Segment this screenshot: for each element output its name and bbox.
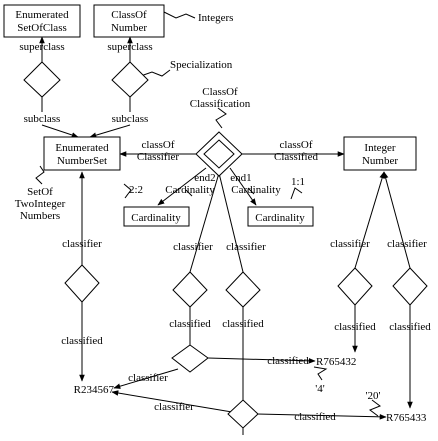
label-class-of-classification-2: Classification xyxy=(190,98,251,110)
svg-text:Cardinality: Cardinality xyxy=(131,212,181,224)
label-classified-c2: classified xyxy=(222,318,264,330)
label-classified-r765432: classified xyxy=(267,355,309,367)
label-superclass-right: superclass xyxy=(107,41,152,53)
label-set-of-1: SetOf xyxy=(27,186,53,198)
label-end1-1: end1 xyxy=(230,172,251,184)
label-classified-c4: classified xyxy=(389,321,431,333)
label-card-1-1: 1:1 xyxy=(291,176,305,188)
label-classifier-c1: classifier xyxy=(173,241,213,253)
node-enumerated-set-of-class: Enumerated SetOfClass xyxy=(3,4,81,38)
instance-labels: R234567 R765432 R765433 '4' '20' xyxy=(74,356,427,424)
label-classifier-c4: classifier xyxy=(387,238,427,250)
relation-diamond-low1 xyxy=(171,344,209,373)
label-classified-r765433: classified xyxy=(294,411,336,423)
relation-diamond-c2 xyxy=(225,271,261,308)
label-specialization: Specialization xyxy=(170,59,233,71)
label-subclass-right: subclass xyxy=(112,113,149,125)
value-4: '4' xyxy=(315,383,324,395)
label-classifier-nset: classifier xyxy=(62,238,102,250)
svg-text:Enumerated: Enumerated xyxy=(15,9,69,21)
relation-diamond-low2 xyxy=(227,399,259,429)
relation-diamond-classifier-nset xyxy=(64,264,100,303)
node-cardinality-left: Cardinality xyxy=(123,206,190,227)
relation-diamond-class-of-classification xyxy=(195,131,243,177)
label-end2-1: end2 xyxy=(194,172,215,184)
svg-text:Cardinality: Cardinality xyxy=(255,212,305,224)
label-class-of-classification-1: ClassOf xyxy=(202,86,238,98)
node-cardinality-right: Cardinality xyxy=(247,206,314,227)
label-class-of-classified-1: classOf xyxy=(280,139,313,151)
label-class-of-classifier-2: Classifier xyxy=(137,151,179,163)
label-classified-c1: classified xyxy=(169,318,211,330)
svg-text:Number: Number xyxy=(362,155,398,167)
svg-text:Integer: Integer xyxy=(364,142,395,154)
label-card-2-2: 2:2 xyxy=(129,184,143,196)
instance-r234567: R234567 xyxy=(74,384,115,396)
label-classifier-c3: classifier xyxy=(330,238,370,250)
label-classifier-low1: classifier xyxy=(128,372,168,384)
relation-labels: superclass subclass superclass subclass … xyxy=(15,41,432,423)
connector-lines xyxy=(35,11,413,435)
label-superclass-left: superclass xyxy=(19,41,64,53)
node-integer-number: Integer Number xyxy=(343,136,417,171)
node-enumerated-number-set: Enumerated NumberSet xyxy=(43,136,121,171)
instance-r765432: R765432 xyxy=(316,356,356,368)
label-set-of-2: TwoInteger xyxy=(15,198,66,210)
svg-text:Enumerated: Enumerated xyxy=(55,142,109,154)
instance-r765433: R765433 xyxy=(386,412,427,424)
label-class-of-classifier-1: classOf xyxy=(142,139,175,151)
node-class-of-number: ClassOf Number xyxy=(93,4,165,38)
svg-text:SetOfClass: SetOfClass xyxy=(17,22,67,34)
label-end2-2: Cardinality xyxy=(165,184,215,196)
label-class-of-classified-2: Classified xyxy=(274,151,318,163)
label-subclass-left: subclass xyxy=(24,113,61,125)
relation-diamond-spec-right xyxy=(111,61,149,98)
svg-text:ClassOf: ClassOf xyxy=(111,9,147,21)
relation-diamond-c1 xyxy=(172,271,208,308)
relation-diamond-c4 xyxy=(392,267,428,306)
value-20: '20' xyxy=(366,390,381,402)
label-end1-2: Cardinality xyxy=(231,184,281,196)
svg-text:NumberSet: NumberSet xyxy=(57,155,107,167)
integers-label: Integers xyxy=(198,12,233,24)
label-classified-c3: classified xyxy=(334,321,376,333)
svg-text:Number: Number xyxy=(111,22,147,34)
label-classified-nset: classified xyxy=(61,335,103,347)
relation-diamond-spec-left xyxy=(23,61,61,98)
label-classifier-low2: classifier xyxy=(154,401,194,413)
label-classifier-c2: classifier xyxy=(226,241,266,253)
relation-diamond-c3 xyxy=(337,267,373,306)
label-set-of-3: Numbers xyxy=(20,210,60,222)
